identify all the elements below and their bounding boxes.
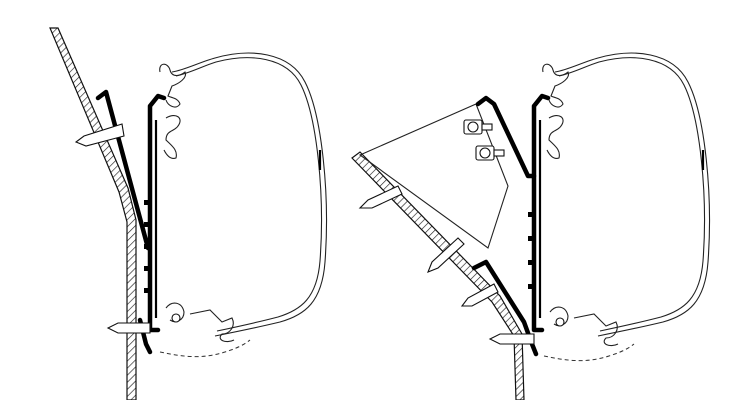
panel-right (351, 52, 711, 400)
vehicle-wall-left (49, 27, 137, 400)
pivot-bolt-right (555, 317, 565, 327)
panel-left (49, 27, 328, 400)
bolt-lower-right (475, 145, 505, 161)
screw-4-right (488, 333, 535, 345)
rail-teeth-right (528, 212, 532, 289)
screw-2-right (427, 237, 465, 273)
screw-1-right (358, 185, 403, 209)
vehicle-wall-right (351, 151, 525, 400)
pivot-bolt-left (171, 313, 181, 323)
awning-fabric-path-left (159, 339, 251, 358)
screw-lower-left (106, 322, 151, 334)
spacer-frame-right (358, 103, 509, 249)
lower-bracket-right[interactable] (471, 259, 539, 357)
awning-cassette-inner-left (175, 57, 323, 332)
awning-fabric-path-right (543, 343, 635, 362)
top-hook-right (542, 63, 570, 108)
awning-cassette-right (554, 52, 711, 337)
mounting-rail-right[interactable] (531, 93, 551, 333)
rail-teeth-left (144, 200, 148, 293)
upper-bracket-right[interactable] (475, 95, 537, 179)
top-hook-left (159, 63, 187, 108)
screw-upper-left (74, 123, 125, 147)
bolt-upper-right (463, 119, 493, 135)
mid-hook-right (546, 115, 564, 159)
screw-3-right (460, 283, 499, 307)
mid-hook-left (163, 115, 181, 159)
awning-cassette-inner-right (558, 57, 706, 332)
awning-cassette-left (171, 52, 328, 337)
